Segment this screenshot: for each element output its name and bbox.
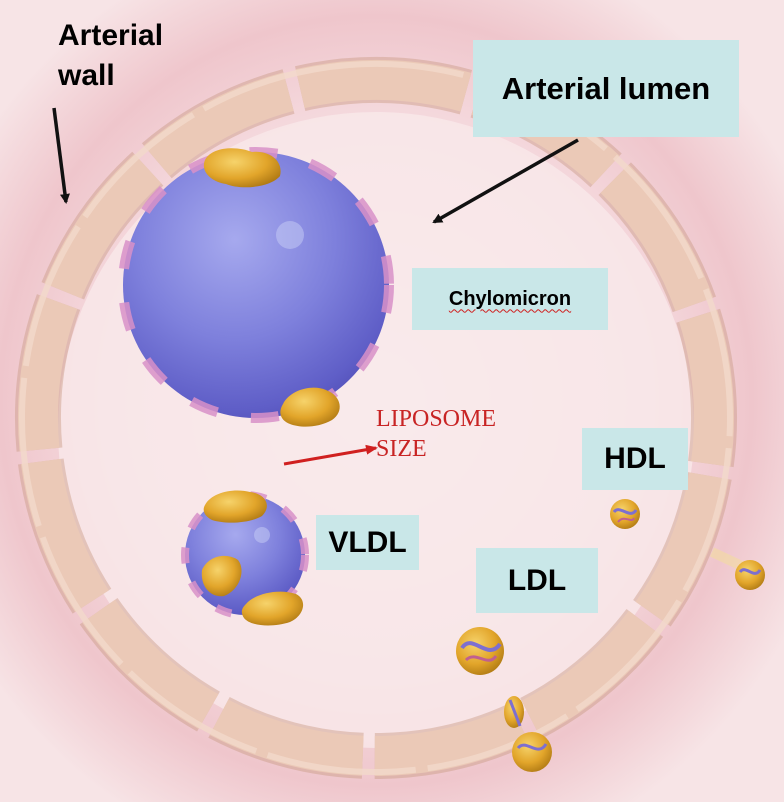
chylomicron-label: Chylomicron: [412, 268, 608, 330]
ldl-particle: [456, 627, 504, 675]
vldl-label: VLDL: [316, 515, 419, 570]
chylomicron-label-text: Chylomicron: [448, 287, 572, 310]
ldl-crossing-wall: [504, 696, 552, 772]
arterial-lumen-label: Arterial lumen: [473, 40, 739, 137]
liposome-size-label: LIPOSOME SIZE: [376, 406, 497, 462]
size-pointer-arrow: [283, 444, 378, 466]
wall-pointer-arrow: [52, 107, 70, 204]
vldl-particle: [181, 490, 309, 626]
arterial-wall-ring: [15, 57, 737, 779]
ldl-label: LDL: [476, 548, 598, 613]
arterial-wall-label: Arterial wall: [58, 19, 164, 92]
hdl-label: HDL: [582, 428, 688, 490]
hdl-particle: [610, 499, 640, 529]
lumen-pointer-arrow: [432, 138, 579, 224]
chylomicron-particle: [118, 147, 394, 427]
hdl-crossing-wall: [709, 547, 765, 590]
